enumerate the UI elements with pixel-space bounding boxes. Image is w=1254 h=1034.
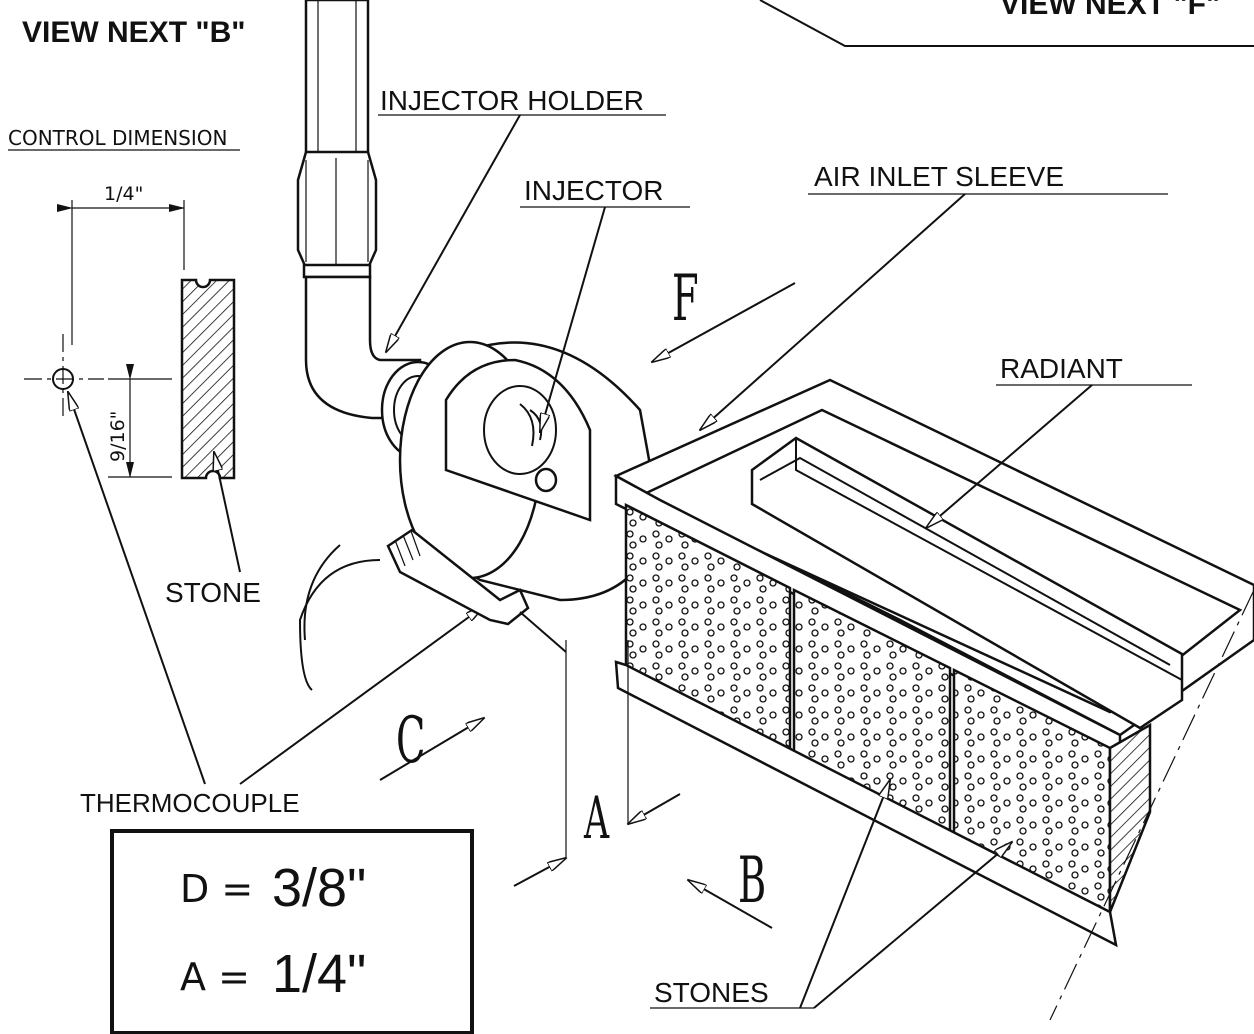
- view-arrow-c: [379, 718, 484, 781]
- pipe-fitting-nut: [296, 150, 378, 270]
- dimension-box: D = 3/8" A = 1/4": [110, 829, 474, 1034]
- dimension-a-label: A =: [180, 955, 250, 999]
- injector-leader: [540, 206, 606, 432]
- injector-label: INJECTOR: [524, 175, 664, 206]
- dimension-d-label: D =: [180, 867, 253, 911]
- view-arrow-f-letter: F: [672, 262, 699, 336]
- view-next-f-heading: VIEW NEXT "F": [1000, 0, 1220, 21]
- view-arrow-c-letter: C: [396, 704, 425, 778]
- control-dimension-title: CONTROL DIMENSION: [8, 126, 227, 150]
- view-arrow-a-letter: A: [583, 786, 609, 853]
- view-f-callout-edge: [759, 0, 1254, 47]
- dim-a-arrow-right: [628, 793, 681, 824]
- injector-holder-label: INJECTOR HOLDER: [380, 85, 644, 116]
- thermocouple-label: THERMOCOUPLE: [80, 788, 300, 818]
- stone-leader: [214, 452, 241, 573]
- injector-nozzle: [534, 467, 558, 493]
- air-inlet-sleeve-label: AIR INLET SLEEVE: [814, 161, 1064, 192]
- dimension-d-value: 3/8": [272, 858, 366, 918]
- stones-leader-2: [813, 842, 1012, 1009]
- injector-holder-leader: [386, 114, 521, 352]
- stone-label: STONE: [165, 577, 261, 608]
- air-inlet-sleeve-leader: [700, 193, 966, 430]
- view-arrow-b-letter: B: [738, 844, 766, 918]
- thermocouple-leader-assembly: [239, 606, 484, 785]
- section-cut-line: [1049, 589, 1254, 1021]
- view-arrow-b: [688, 880, 773, 929]
- dim-quarter-label: 1/4": [104, 183, 143, 205]
- thermocouple-leader-detail: [68, 392, 206, 785]
- stone-section: [180, 278, 236, 480]
- gas-supply-pipe: [296, 0, 422, 420]
- stones-label: STONES: [654, 977, 769, 1008]
- injector-holder-body: [380, 340, 662, 602]
- dim-nine-sixteenths-label: 9/16": [107, 411, 129, 462]
- thermocouple-probe: [298, 528, 567, 691]
- stones-leader-1: [799, 780, 890, 1009]
- view-arrow-f: [652, 282, 796, 362]
- burner-housing: [613, 378, 1254, 1021]
- radiant-trough: [750, 436, 1184, 730]
- radiant-label: RADIANT: [1000, 353, 1123, 384]
- dim-a-arrow-left: [513, 858, 566, 887]
- radiant-leader: [926, 384, 1093, 528]
- view-next-b-heading: VIEW NEXT "B": [22, 16, 245, 49]
- dimension-a-value: 1/4": [272, 944, 366, 1004]
